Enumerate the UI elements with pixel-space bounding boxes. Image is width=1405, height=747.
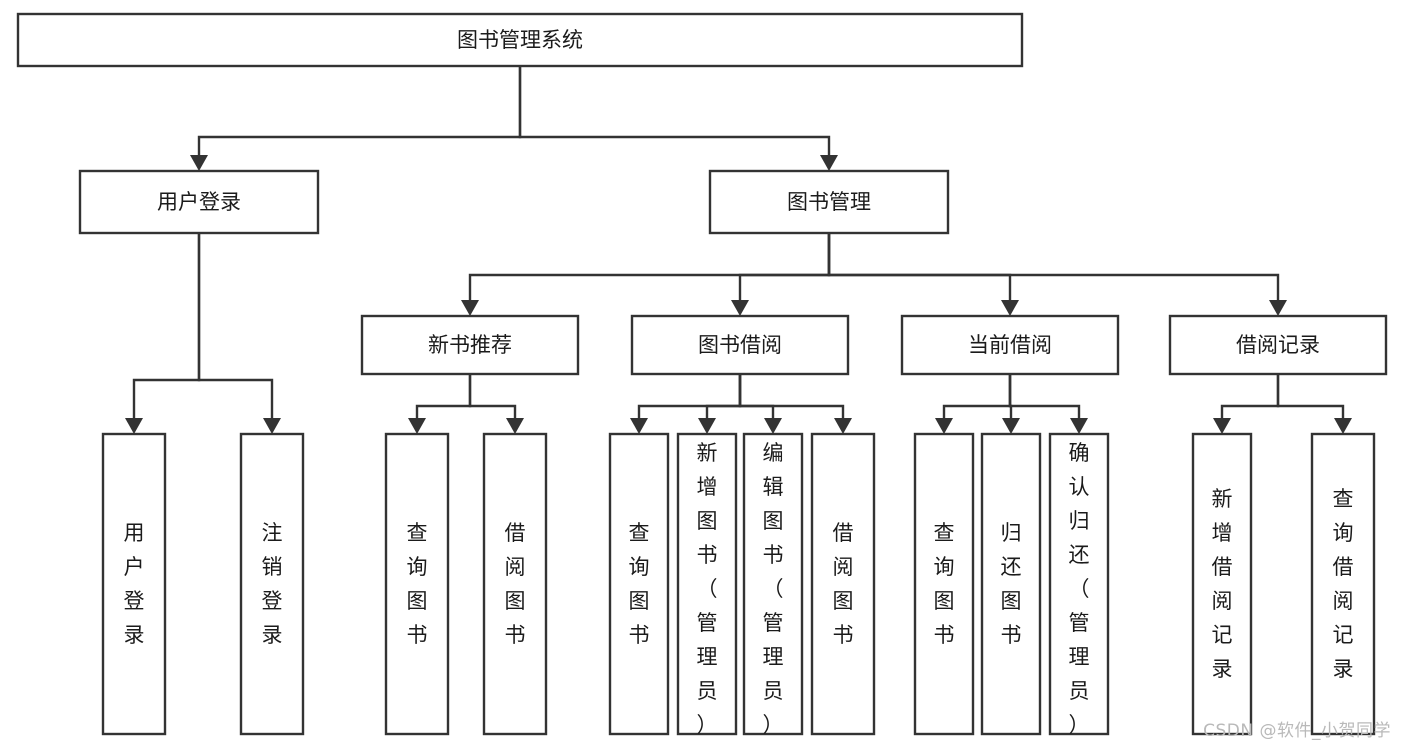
arrow-head-icon (935, 418, 953, 434)
connector-root-to-user-login (190, 66, 522, 171)
connector-root-to-book-manage (518, 66, 838, 171)
node-leaf-query-book-2[interactable]: 查询图书 (608, 432, 670, 736)
node-label: 用户登录 (124, 521, 145, 647)
node-layer: 图书管理系统用户登录图书管理新书推荐图书借阅当前借阅借阅记录用户登录注销登录查询… (16, 12, 1388, 737)
node-leaf-query-book-3[interactable]: 查询图书 (913, 432, 975, 736)
arrow-head-icon (1213, 418, 1231, 434)
node-borrow-record[interactable]: 借阅记录 (1168, 314, 1388, 376)
node-leaf-user-login[interactable]: 用户登录 (101, 432, 167, 736)
node-label: 新增图书（管理员） (697, 441, 718, 737)
node-leaf-user-logout[interactable]: 注销登录 (239, 432, 305, 736)
arrow-head-icon (263, 418, 281, 434)
arrow-head-icon (125, 418, 143, 434)
node-label: 注销登录 (262, 521, 283, 647)
connector-book-borrow-to-leaf-edit-book (738, 374, 782, 434)
node-new-book-rec[interactable]: 新书推荐 (360, 314, 580, 376)
node-label: 图书借阅 (698, 333, 782, 357)
node-box[interactable] (360, 314, 580, 376)
arrow-head-icon (1269, 300, 1287, 316)
arrow-head-icon (1002, 418, 1020, 434)
connector-user-login-to-leaf-user-logout (197, 233, 281, 434)
edge-layer (125, 66, 1352, 434)
node-box[interactable] (384, 432, 450, 736)
node-label: 归还图书 (1001, 521, 1022, 647)
node-box[interactable] (482, 432, 548, 736)
connector-borrow-record-to-leaf-add-record (1213, 374, 1280, 434)
node-label: 图书管理 (787, 190, 871, 214)
node-box[interactable] (78, 169, 320, 235)
node-box[interactable] (16, 12, 1024, 68)
node-box[interactable] (630, 314, 850, 376)
connector-new-book-rec-to-leaf-borrow-book-1 (468, 374, 524, 434)
node-box[interactable] (676, 432, 738, 736)
node-box[interactable] (239, 432, 305, 736)
connector-user-login-to-leaf-user-login (125, 233, 201, 434)
node-book-borrow[interactable]: 图书借阅 (630, 314, 850, 376)
node-box[interactable] (810, 432, 876, 736)
arrow-head-icon (1334, 418, 1352, 434)
node-box[interactable] (1168, 314, 1388, 376)
node-label: 借阅记录 (1236, 333, 1320, 357)
connector-book-borrow-to-leaf-borrow-book-2 (738, 374, 852, 434)
node-box[interactable] (1048, 432, 1110, 736)
arrow-head-icon (1070, 418, 1088, 434)
arrow-head-icon (698, 418, 716, 434)
node-leaf-borrow-book-2[interactable]: 借阅图书 (810, 432, 876, 736)
node-box[interactable] (708, 169, 950, 235)
arrow-head-icon (630, 418, 648, 434)
node-box[interactable] (742, 432, 804, 736)
node-book-manage[interactable]: 图书管理 (708, 169, 950, 235)
connector-book-manage-to-book-borrow (731, 233, 831, 316)
arrow-head-icon (461, 300, 479, 316)
arrow-head-icon (820, 155, 838, 171)
node-box[interactable] (101, 432, 167, 736)
node-leaf-borrow-book-1[interactable]: 借阅图书 (482, 432, 548, 736)
connector-current-borrow-to-leaf-confirm-return (1008, 374, 1088, 434)
node-label: 借阅图书 (833, 521, 854, 647)
node-leaf-query-book-1[interactable]: 查询图书 (384, 432, 450, 736)
node-label: 图书管理系统 (457, 28, 583, 52)
node-box[interactable] (980, 432, 1042, 736)
node-leaf-confirm-return[interactable]: 确认归还（管理员） (1048, 432, 1110, 737)
connector-book-borrow-to-leaf-add-book (698, 374, 742, 434)
node-label: 查询借阅记录 (1333, 487, 1354, 681)
node-user-login[interactable]: 用户登录 (78, 169, 320, 235)
arrow-head-icon (506, 418, 524, 434)
node-label: 查询图书 (407, 521, 428, 647)
node-box[interactable] (913, 432, 975, 736)
csdn-watermark: CSDN @软件_小贺同学 (1203, 721, 1391, 741)
node-label: 查询图书 (629, 521, 650, 647)
connector-book-borrow-to-leaf-query-book-2 (630, 374, 742, 434)
connector-borrow-record-to-leaf-query-record (1276, 374, 1352, 434)
arrow-head-icon (1001, 300, 1019, 316)
node-leaf-query-record[interactable]: 查询借阅记录 (1310, 432, 1376, 736)
node-label: 当前借阅 (968, 333, 1052, 357)
node-leaf-add-record[interactable]: 新增借阅记录 (1191, 432, 1253, 736)
node-box[interactable] (1310, 432, 1376, 736)
node-box[interactable] (900, 314, 1120, 376)
node-label: 查询图书 (934, 521, 955, 647)
connector-new-book-rec-to-leaf-query-book-1 (408, 374, 472, 434)
node-box[interactable] (608, 432, 670, 736)
arrow-head-icon (731, 300, 749, 316)
arrow-head-icon (408, 418, 426, 434)
node-label: 新增借阅记录 (1212, 487, 1233, 681)
node-root[interactable]: 图书管理系统 (16, 12, 1024, 68)
node-label: 借阅图书 (505, 521, 526, 647)
node-label: 编辑图书（管理员） (763, 441, 784, 737)
node-leaf-add-book[interactable]: 新增图书（管理员） (676, 432, 738, 737)
node-label: 确认归还（管理员） (1069, 441, 1090, 737)
connector-current-borrow-to-leaf-query-book-3 (935, 374, 1012, 434)
node-label: 新书推荐 (428, 333, 512, 357)
node-leaf-edit-book[interactable]: 编辑图书（管理员） (742, 432, 804, 737)
arrow-head-icon (834, 418, 852, 434)
node-label: 用户登录 (157, 190, 241, 214)
node-current-borrow[interactable]: 当前借阅 (900, 314, 1120, 376)
node-leaf-return-book[interactable]: 归还图书 (980, 432, 1042, 736)
arrow-head-icon (190, 155, 208, 171)
connector-book-manage-to-borrow-record (827, 233, 1287, 316)
arrow-head-icon (764, 418, 782, 434)
node-box[interactable] (1191, 432, 1253, 736)
